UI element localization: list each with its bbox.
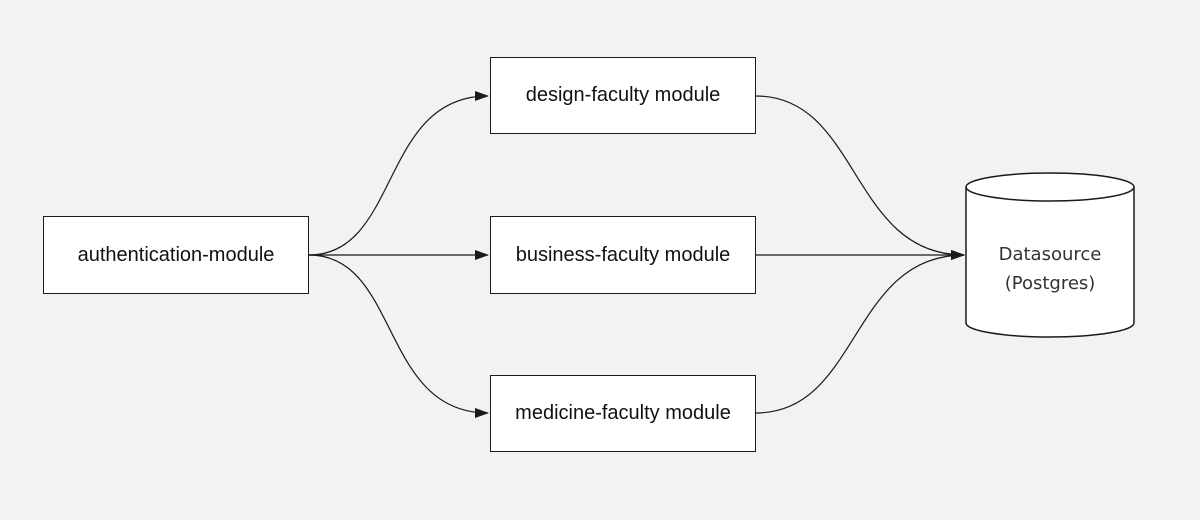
- business-faculty-module-node[interactable]: business-faculty module: [490, 216, 756, 294]
- edge-design-to-datasource: [755, 95, 965, 260]
- datasource-node[interactable]: Datasource (Postgres): [966, 240, 1134, 298]
- medicine-faculty-module-label: medicine-faculty module: [515, 402, 731, 424]
- medicine-faculty-module-node[interactable]: medicine-faculty module: [490, 375, 756, 452]
- datasource-label-line2: (Postgres): [1004, 273, 1096, 294]
- datasource-cylinder-icon: [965, 172, 1135, 338]
- business-faculty-module-label: business-faculty module: [515, 243, 731, 266]
- design-faculty-module-node[interactable]: design-faculty module: [490, 57, 756, 134]
- edge-auth-to-medicine: [308, 254, 489, 418]
- authentication-module-node[interactable]: authentication-module: [43, 216, 309, 294]
- design-faculty-module-label: design-faculty module: [525, 84, 721, 106]
- datasource-label-line1: Datasource: [998, 244, 1102, 265]
- edge-medicine-to-datasource: [755, 250, 965, 414]
- edge-auth-to-design: [308, 91, 489, 256]
- authentication-module-label: authentication-module: [77, 243, 275, 266]
